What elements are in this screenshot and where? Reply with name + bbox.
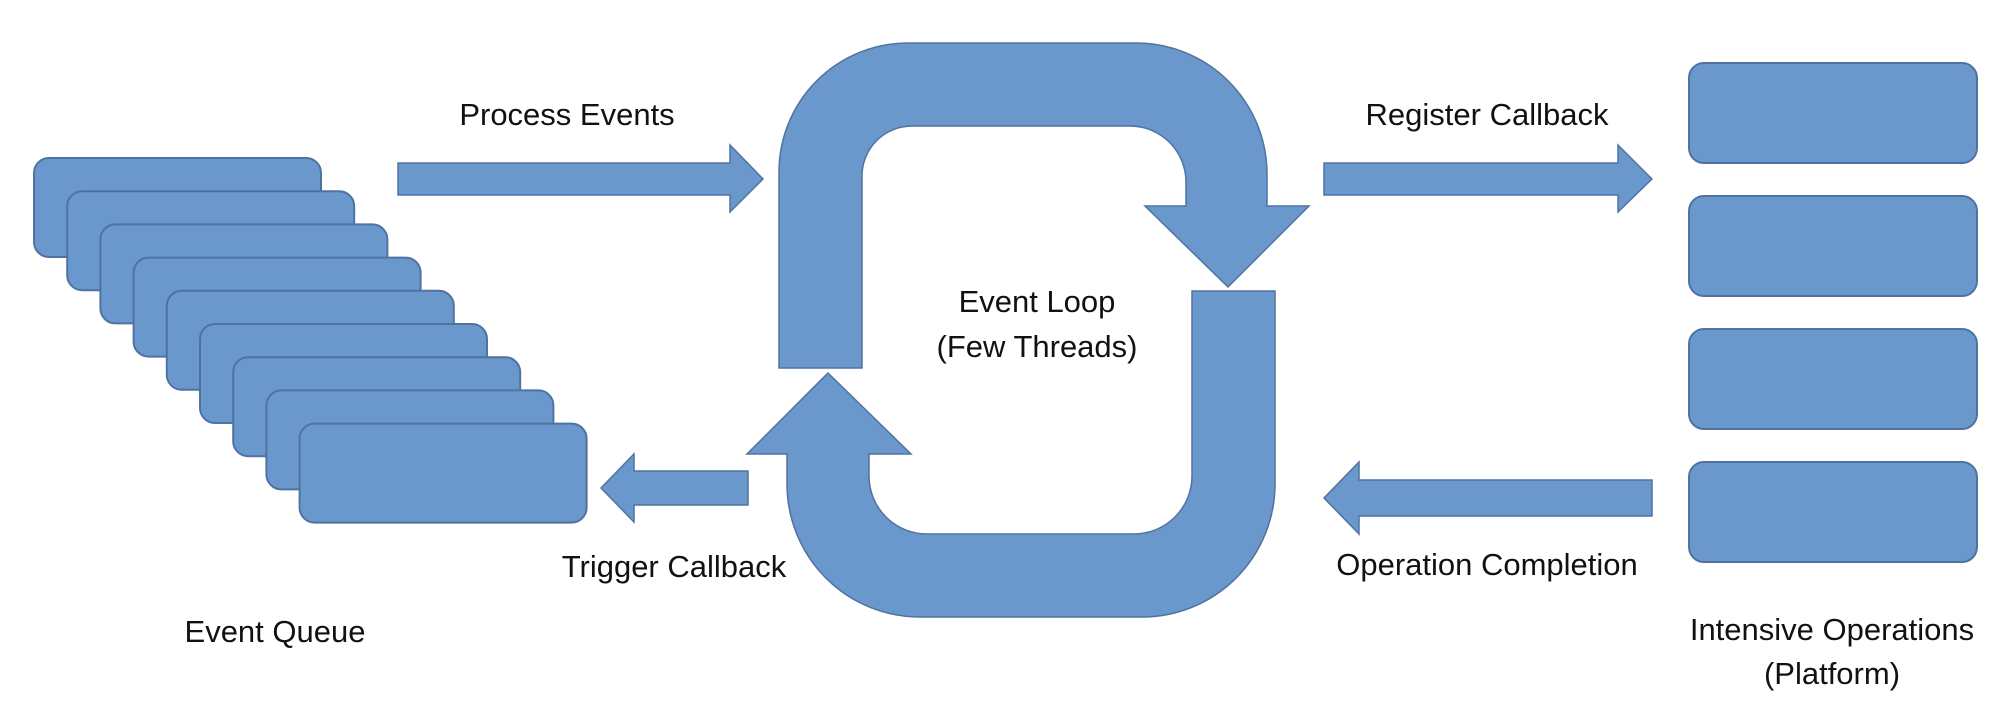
- event-queue-label: Event Queue: [185, 614, 366, 649]
- event-loop-label: Event Loop: [959, 284, 1116, 319]
- intensive-operation-box: [1688, 62, 1978, 164]
- intensive-operation-box: [1688, 328, 1978, 430]
- process-events-label: Process Events: [459, 97, 674, 132]
- event-loop-top-arrow: [778, 42, 1311, 369]
- event-loop-bottom-arrow: [745, 290, 1276, 618]
- event-loop-sublabel: (Few Threads): [937, 329, 1138, 364]
- intensive-operation-box: [1688, 195, 1978, 297]
- register-callback-label: Register Callback: [1366, 97, 1609, 132]
- operation-completion-arrow: [1322, 460, 1653, 536]
- register-callback-arrow: [1323, 143, 1654, 214]
- intensive-operations-label: Intensive Operations: [1690, 612, 1974, 647]
- intensive-operation-box: [1688, 461, 1978, 563]
- process-events-arrow: [397, 143, 765, 214]
- event-queue-item: [298, 422, 588, 524]
- intensive-operations-sublabel: (Platform): [1764, 656, 1900, 691]
- trigger-callback-label: Trigger Callback: [562, 549, 787, 584]
- operation-completion-label: Operation Completion: [1336, 547, 1638, 582]
- intensive-operations-stack: [1688, 62, 1978, 563]
- trigger-callback-arrow: [599, 452, 749, 524]
- event-queue-stack: [33, 157, 588, 524]
